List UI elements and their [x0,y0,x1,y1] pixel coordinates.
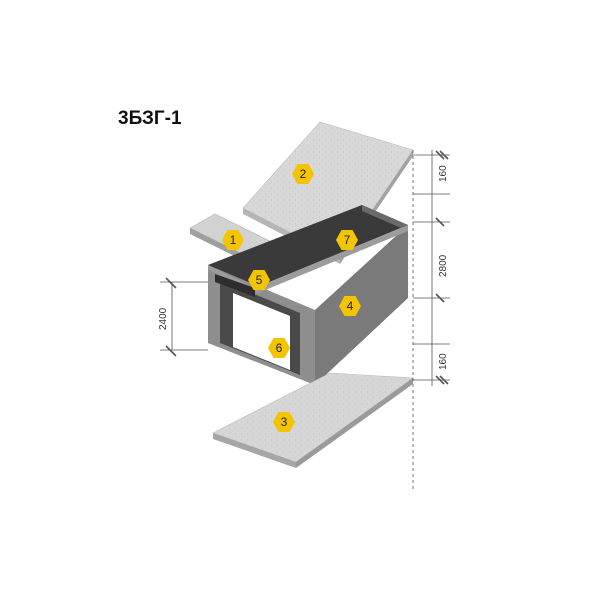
callout-badge-4: 4 [339,296,361,316]
dim-opening: 2400 [158,307,169,330]
callout-label-4: 4 [347,299,354,313]
callout-badge-5: 5 [248,270,270,290]
callout-label-7: 7 [344,233,351,247]
dim-box-height: 2800 [438,254,449,277]
diagram-title: 3БЗГ-1 [118,108,182,129]
callout-label-2: 2 [300,167,307,181]
dimension-lines-right [412,150,450,492]
callout-badge-3: 3 [273,412,295,432]
callout-label-6: 6 [276,341,283,355]
callout-label-3: 3 [281,415,288,429]
dim-top-slab: 160 [438,165,449,182]
callout-badge-7: 7 [336,230,358,250]
callout-badge-1: 1 [222,230,244,250]
callout-badge-2: 2 [292,164,314,184]
callout-label-5: 5 [256,273,263,287]
callout-badge-6: 6 [268,338,290,358]
dimension-lines-left [160,277,208,357]
callout-label-1: 1 [230,233,237,247]
dim-bottom-slab: 160 [438,353,449,370]
bottom-slab [212,372,414,468]
